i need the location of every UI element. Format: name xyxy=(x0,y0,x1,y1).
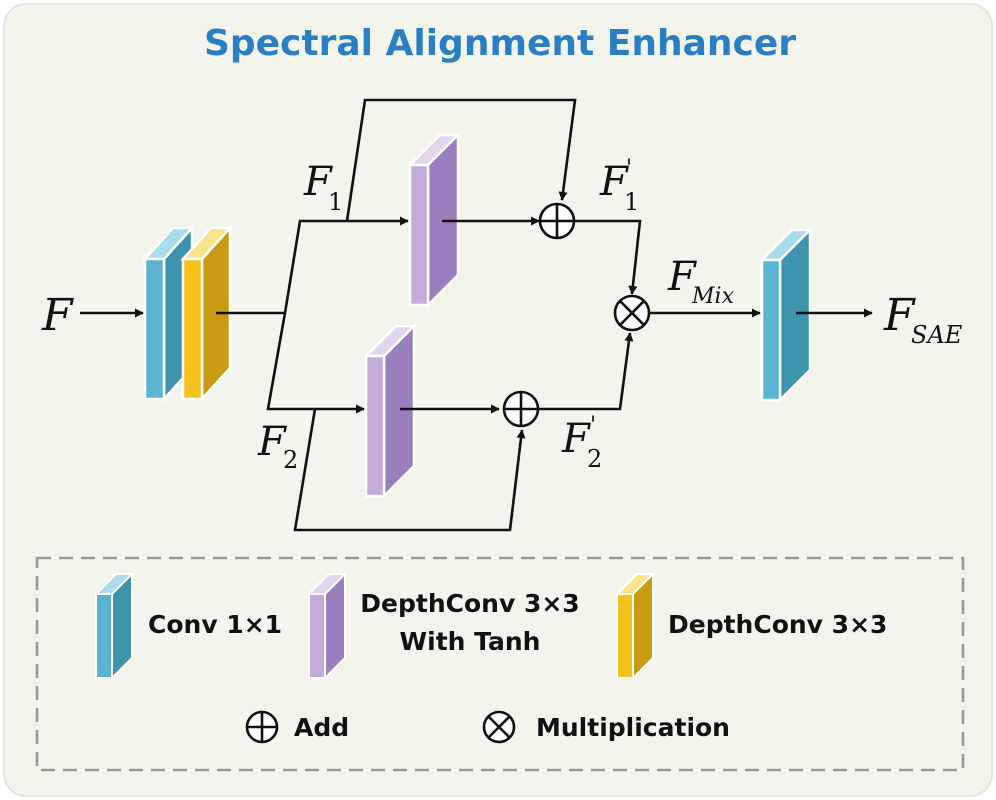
svg-text:F: F xyxy=(303,159,333,205)
legend-add-icon xyxy=(245,710,279,744)
svg-text:Mix: Mix xyxy=(691,284,735,309)
upper-skip-wire xyxy=(345,98,577,222)
label-f-mix: F Mix xyxy=(667,254,735,309)
svg-text:F: F xyxy=(667,254,697,300)
lower-add-icon xyxy=(502,390,540,428)
upper-depthconv-tanh-block xyxy=(406,131,462,309)
svg-text:F: F xyxy=(883,290,916,341)
legend-conv1x1-icon xyxy=(93,571,135,681)
legend-add-label: Add xyxy=(294,713,349,742)
f2prime-wire xyxy=(539,332,634,411)
lower-depthconv-tanh-block xyxy=(362,322,418,500)
legend-depthconv-tanh-line2: With Tanh xyxy=(400,627,541,656)
legend-box xyxy=(35,556,965,772)
svg-text:SAE: SAE xyxy=(911,321,963,349)
diagram-title: Spectral Alignment Enhancer xyxy=(204,23,796,64)
legend-depthconv-tanh-icon xyxy=(306,571,348,681)
svg-text:2: 2 xyxy=(587,445,602,473)
legend-conv1x1-label: Conv 1×1 xyxy=(148,610,282,639)
legend-depthconv-icon xyxy=(614,571,656,681)
svg-text:F: F xyxy=(257,419,287,465)
label-f-sae: F SAE xyxy=(883,290,963,349)
background-panel xyxy=(3,3,993,797)
svg-text:': ' xyxy=(626,156,632,181)
multiply-icon xyxy=(613,294,651,332)
legend-depthconv-tanh-line1: DepthConv 3×3 xyxy=(360,589,579,618)
legend-multiply-icon xyxy=(482,710,516,744)
svg-text:F: F xyxy=(599,159,629,205)
svg-text:2: 2 xyxy=(283,446,298,474)
svg-text:1: 1 xyxy=(624,188,639,216)
label-f1: F 1 xyxy=(303,159,343,216)
svg-text:F: F xyxy=(561,416,591,462)
legend-depthconv-label: DepthConv 3×3 xyxy=(668,610,887,639)
upper-branch-wire xyxy=(283,216,409,314)
output-conv1x1-block xyxy=(758,226,814,404)
legend-multiplication-label: Multiplication xyxy=(536,713,730,742)
label-input-f: F xyxy=(41,290,74,341)
svg-text:1: 1 xyxy=(328,188,343,216)
label-f1-prime: F 1 ' xyxy=(599,156,639,216)
upper-add-icon xyxy=(538,202,576,240)
label-f2-prime: F 2 ' xyxy=(561,413,602,473)
lower-skip-wire xyxy=(293,408,526,532)
label-f2: F 2 xyxy=(257,419,298,474)
lower-branch-wire xyxy=(266,312,365,414)
svg-text:': ' xyxy=(590,413,596,438)
f1prime-wire xyxy=(575,219,642,295)
